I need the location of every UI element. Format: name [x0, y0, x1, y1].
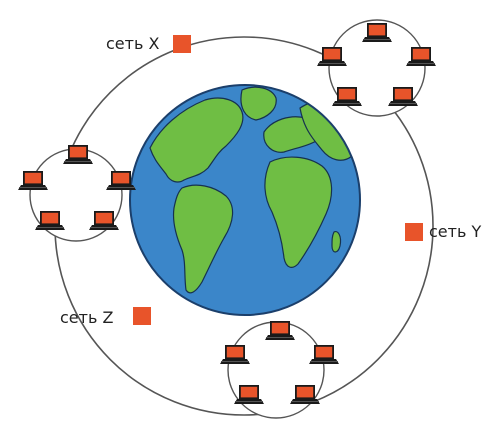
- globe-icon: [129, 84, 361, 316]
- network-label-y: сеть Y: [429, 222, 482, 241]
- router-icon-z: [133, 307, 151, 325]
- network-label-x: сеть X: [106, 34, 160, 53]
- router-icon-y: [405, 223, 423, 241]
- network-label-z: сеть Z: [60, 308, 114, 327]
- router-icon-x: [173, 35, 191, 53]
